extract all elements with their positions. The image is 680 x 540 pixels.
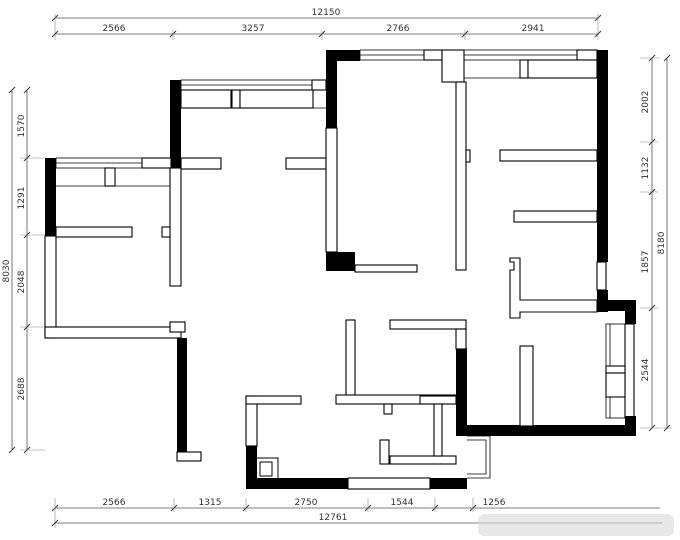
bottom-dim-3: 2750 [295, 498, 318, 508]
right-dim-1: 2002 [641, 91, 651, 114]
top-dim-2: 3257 [242, 24, 265, 34]
top-dim-4: 2941 [522, 24, 545, 34]
left-dim-2: 1291 [17, 187, 27, 210]
bottom-dim-1: 2566 [103, 498, 126, 508]
window-strips [55, 49, 626, 479]
top-total-dim: 12150 [312, 8, 341, 18]
bottom-dim-4: 1544 [391, 498, 414, 508]
right-total-dim: 8180 [657, 231, 667, 254]
top-dimensions: 12150 2566 3257 2766 2941 [51, 8, 602, 40]
right-dim-4: 2544 [641, 358, 651, 381]
left-dim-4: 2688 [17, 377, 27, 400]
left-dimensions: 8030 1570 1291 2048 2688 [2, 86, 45, 454]
left-dim-1: 1570 [17, 114, 27, 137]
bottom-total-dim: 12761 [319, 513, 348, 523]
top-dim-3: 2766 [387, 24, 410, 34]
bottom-dim-2: 1315 [199, 498, 222, 508]
exterior-walls [44, 50, 636, 490]
left-total-dim: 8030 [2, 259, 12, 282]
watermark [478, 514, 674, 536]
right-dimensions: 2002 1132 1857 2544 8180 [640, 54, 672, 432]
interior-walls [55, 81, 598, 478]
right-dim-2: 1132 [641, 157, 651, 180]
right-dim-3: 1857 [641, 251, 651, 274]
bottom-dim-5: 1256 [483, 498, 506, 508]
top-dim-1: 2566 [103, 24, 126, 34]
left-dim-3: 2048 [17, 270, 27, 293]
